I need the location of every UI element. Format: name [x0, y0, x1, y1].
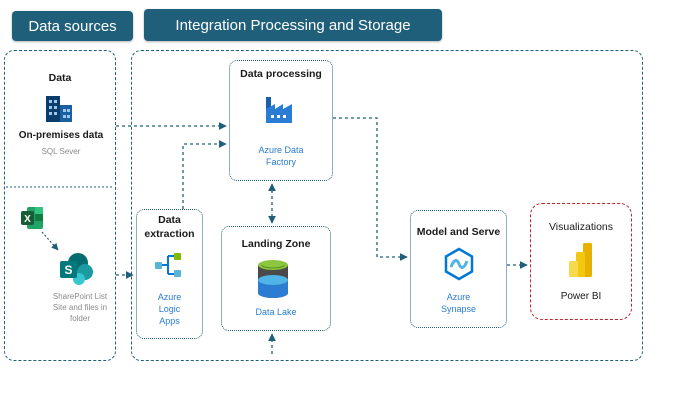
data-factory-line1: Azure Data [258, 145, 304, 155]
data-sources-banner-label: Data sources [28, 17, 117, 35]
sharepoint-line1: SharePoint List [52, 292, 108, 301]
integration-banner-label: Integration Processing and Storage [175, 16, 411, 34]
data-lake-label: Data Lake [255, 307, 297, 317]
data-title: Data [48, 72, 72, 84]
extraction-to-processing-arrow [182, 140, 227, 209]
integration-banner: Integration Processing and Storage [144, 9, 442, 41]
processing-to-model-arrow [333, 117, 408, 261]
sharepoint-icon: S [60, 253, 93, 285]
integration-group [131, 50, 643, 361]
data-processing-title: Data processing [240, 68, 322, 80]
synapse-line1: Azure [446, 292, 471, 302]
logic-apps-line3: Apps [159, 316, 180, 326]
svg-text:S: S [64, 263, 72, 277]
data-sources-group [4, 50, 116, 361]
data-sources-banner: Data sources [12, 11, 133, 41]
svg-text:X: X [24, 214, 31, 225]
data-extraction-title-line1: Data [158, 214, 181, 226]
synapse-icon [444, 247, 474, 281]
data-extraction-title-line2: extraction [144, 228, 195, 240]
excel-to-sharepoint-arrow [41, 231, 59, 251]
sharepoint-line2: Site and files in [52, 303, 108, 312]
sharepoint-line3: folder [69, 314, 90, 323]
landing-zone-box [221, 226, 331, 331]
excel-icon: X [21, 207, 43, 229]
data-lake-icon [258, 260, 288, 298]
synapse-line2: Synapse [440, 304, 477, 314]
power-bi-icon [569, 243, 592, 277]
landing-zone-title: Landing Zone [241, 238, 311, 250]
data-factory-icon [266, 97, 292, 123]
logic-apps-line2: Logic [158, 304, 181, 314]
visualizations-title: Visualizations [548, 221, 613, 233]
model-serve-title: Model and Serve [416, 226, 501, 238]
building-icon [46, 96, 72, 122]
logic-apps-line1: Azure [157, 292, 182, 302]
onprem-label: On-premises data [18, 130, 104, 141]
power-bi-label: Power BI [560, 291, 602, 302]
data-factory-line2: Factory [265, 157, 296, 167]
onprem-sub: SQL Sever [41, 147, 81, 156]
logic-apps-icon [155, 253, 181, 277]
